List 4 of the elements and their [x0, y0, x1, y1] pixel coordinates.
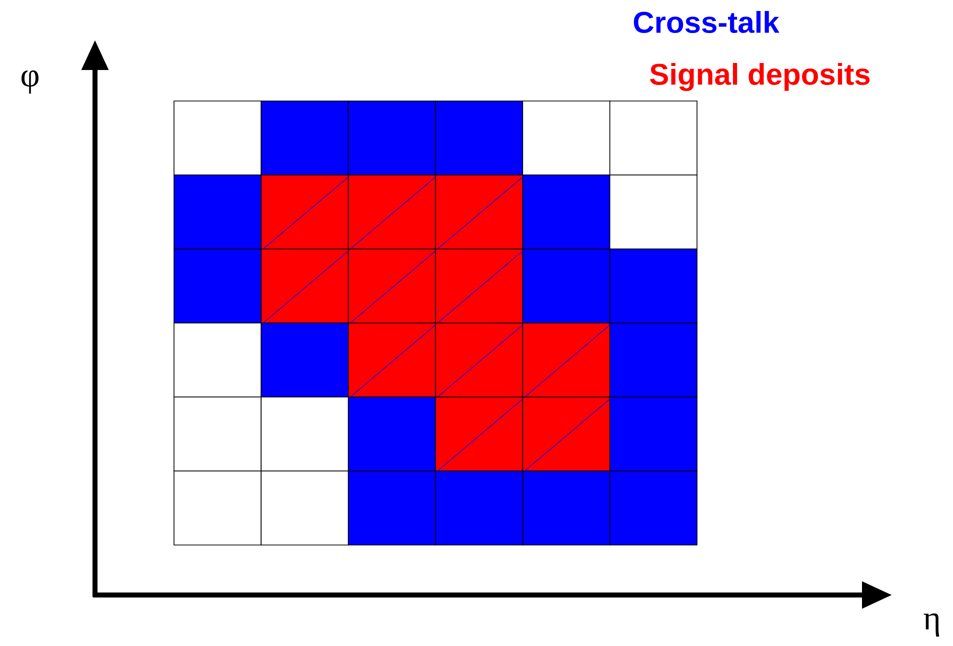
axis-label: φ — [22, 70, 38, 94]
axis-label: η — [924, 613, 940, 637]
legend-text: Cross-talk — [634, 10, 780, 34]
legend-text: Signal deposits — [650, 62, 870, 92]
